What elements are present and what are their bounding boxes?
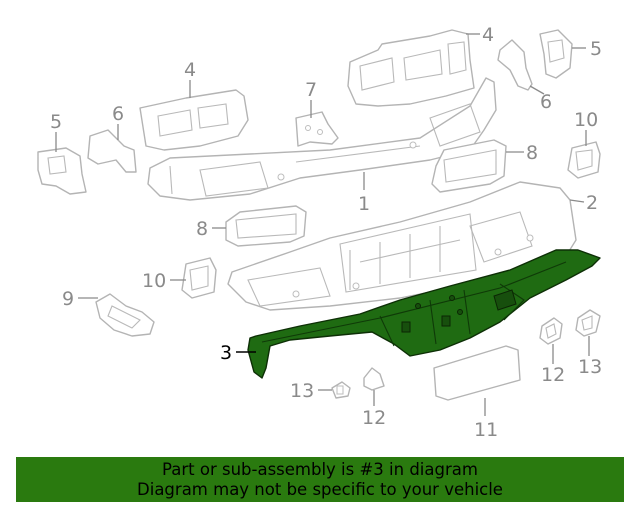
leader-lines bbox=[55, 33, 590, 416]
callout-1: 1 bbox=[358, 193, 370, 215]
part-7-center-bracket bbox=[295, 111, 339, 147]
callout-9: 9 bbox=[62, 288, 74, 310]
banner-line-part-number: Part or sub-assembly is #3 in diagram bbox=[162, 460, 478, 479]
part-3-lower-valance-highlighted bbox=[247, 249, 601, 379]
callout-8-left: 8 bbox=[196, 218, 208, 240]
callout-13-lower: 13 bbox=[290, 380, 314, 402]
callout-4-left: 4 bbox=[184, 59, 196, 81]
part-12-right-reflector bbox=[539, 317, 563, 345]
part-8-right-step-pad bbox=[431, 139, 507, 193]
callout-2: 2 bbox=[586, 192, 598, 214]
callout-13-right: 13 bbox=[578, 356, 602, 378]
callout-12-lower: 12 bbox=[362, 407, 386, 429]
callout-6-left: 6 bbox=[112, 103, 124, 125]
part-9-left-hitch-bracket bbox=[95, 293, 155, 337]
callout-8-right: 8 bbox=[526, 142, 538, 164]
part-12-lower-reflector bbox=[363, 367, 385, 391]
callout-10-right: 10 bbox=[574, 109, 598, 131]
leader-2 bbox=[569, 199, 585, 203]
part-1-upper-bumper-cover bbox=[147, 77, 497, 201]
part-13-lower-sensor bbox=[331, 381, 351, 399]
part-6-left-small-bracket bbox=[87, 129, 137, 173]
part-10-right-sensor-bracket bbox=[567, 141, 601, 179]
part-11-license-plate bbox=[433, 345, 521, 401]
callout-labels: 1 2 3 4 4 5 5 6 6 7 8 8 9 10 10 11 12 12… bbox=[50, 24, 602, 441]
callout-7: 7 bbox=[305, 79, 317, 101]
part-5-right-bracket bbox=[539, 29, 573, 79]
callout-6-right: 6 bbox=[540, 91, 552, 113]
part-8-left-step-pad bbox=[225, 205, 307, 247]
part-4-left-reinforcement bbox=[139, 89, 249, 151]
callout-11: 11 bbox=[474, 419, 498, 441]
part-13-right-sensor bbox=[575, 309, 601, 337]
banner-line-disclaimer: Diagram may not be specific to your vehi… bbox=[137, 480, 503, 499]
callout-5-left: 5 bbox=[50, 111, 62, 133]
callout-5-right: 5 bbox=[590, 38, 602, 60]
callout-12-right: 12 bbox=[541, 364, 565, 386]
exploded-parts-diagram: 1 2 3 4 4 5 5 6 6 7 8 8 9 10 10 11 12 12… bbox=[37, 24, 602, 441]
part-6-right-small-bracket bbox=[497, 39, 533, 91]
part-5-left-bracket bbox=[37, 147, 87, 195]
leader-6-right bbox=[529, 85, 545, 95]
part-4-right-reinforcement bbox=[347, 29, 475, 107]
callout-4-upper: 4 bbox=[482, 24, 494, 46]
callout-10-left: 10 bbox=[142, 270, 166, 292]
part-10-left-sensor-bracket bbox=[181, 257, 217, 299]
callout-3: 3 bbox=[220, 342, 232, 364]
part-info-banner: Part or sub-assembly is #3 in diagram Di… bbox=[16, 457, 624, 502]
